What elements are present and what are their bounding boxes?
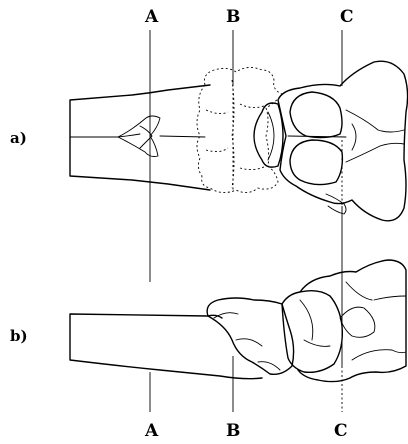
section-label-b-top: B [226, 7, 240, 27]
lateral-view-drawing [70, 260, 406, 382]
section-label-c-top: C [340, 7, 354, 27]
cerebellum-outline [197, 67, 282, 192]
cerebellum-folia [206, 104, 266, 170]
left-hemisphere [290, 92, 342, 138]
section-plane-lines [150, 30, 342, 412]
lateral-forebrain [298, 260, 406, 382]
forebrain-outline [278, 61, 408, 221]
lateral-forebrain-lobe [340, 307, 375, 337]
section-label-a-top: A [144, 7, 159, 27]
lateral-tectum-inner [300, 300, 330, 346]
right-hemisphere [290, 140, 342, 185]
dorsal-view-drawing [70, 61, 408, 221]
medulla-outline [70, 85, 210, 190]
olfactory-lines [346, 110, 404, 162]
row-label-dorsal-view: a) [10, 129, 27, 147]
lateral-cerebellum [207, 298, 293, 374]
central-line [70, 134, 205, 137]
hemisphere-midline [288, 136, 346, 137]
section-label-b-bottom: B [226, 421, 240, 441]
row-label-lateral-view: b) [10, 327, 28, 345]
lateral-forebrain-lines [346, 282, 406, 360]
lateral-cerebellum-detail [214, 313, 280, 370]
section-label-a-bottom: A [144, 421, 159, 441]
section-label-c-bottom: C [334, 421, 348, 441]
